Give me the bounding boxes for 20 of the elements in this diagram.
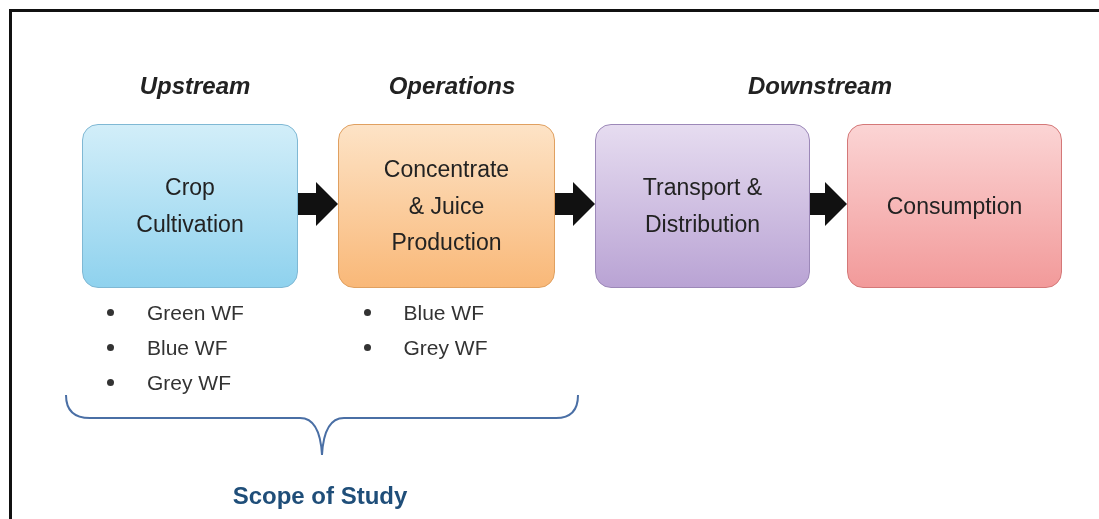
- stage-heading: Upstream: [139, 72, 251, 100]
- stage-heading: Downstream: [748, 72, 892, 100]
- box-label: Consumption: [886, 191, 1023, 221]
- bullet-item: Grey WF: [147, 370, 231, 396]
- bullet-item: Blue WF: [147, 335, 228, 361]
- process-box: [595, 124, 810, 288]
- block-arrow: [810, 182, 847, 226]
- bullet-item: Blue WF: [403, 300, 484, 326]
- process-box: [338, 124, 555, 288]
- process-box: [82, 124, 298, 288]
- box-label: Crop Cultivation: [135, 173, 245, 239]
- process-box: [847, 124, 1062, 288]
- stage-heading: Operations: [388, 72, 516, 100]
- bullet-item: Green WF: [147, 300, 244, 326]
- block-arrow: [555, 182, 595, 226]
- block-arrow: [298, 182, 338, 226]
- bullet-item: Grey WF: [403, 335, 488, 361]
- box-label: Concentrate & Juice Production: [382, 154, 511, 258]
- box-label: Transport & Distribution: [641, 173, 764, 239]
- scope-label: Scope of Study: [232, 482, 408, 510]
